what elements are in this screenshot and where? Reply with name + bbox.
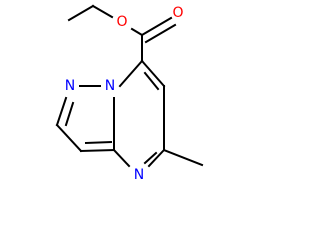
bond-carbonyl-double-2: [144, 23, 177, 44]
bond-c3-c3a-inner: [84, 140, 113, 145]
bond-c2-c3: [55, 123, 83, 153]
bond-methyl-methylene: [67, 4, 95, 22]
bond-carbonyl-double-1: [140, 16, 173, 37]
pyrazole-nitrogen-label: N: [65, 78, 75, 94]
carbonyl-oxygen-label: O: [172, 5, 183, 21]
bond-n4-c3a: [112, 148, 131, 168]
bond-methylene-ester-oxygen: [91, 4, 114, 19]
bond-pyrazole-n-c2: [55, 96, 68, 127]
bond-c7-c6: [140, 59, 166, 88]
bond-ester-oxygen-carbonyl-carbon: [130, 27, 144, 37]
bridgehead-nitrogen-label: N: [105, 78, 115, 94]
bond-c5-n4-inner: [143, 151, 158, 165]
bond-c5-methyl: [162, 148, 204, 167]
bond-pyrazole-n-c2-inner: [64, 101, 75, 127]
bond-c5-n4: [147, 148, 166, 168]
pyrimidine-nitrogen-label: N: [134, 167, 144, 183]
bond-c7-bridgehead-n: [118, 59, 144, 88]
ester-oxygen-label: O: [116, 14, 127, 30]
bond-c3-c3a: [79, 148, 116, 153]
bond-c7-c6-inner: [143, 71, 160, 91]
chemical-structure-diagram: O O N N N: [55, 4, 204, 183]
